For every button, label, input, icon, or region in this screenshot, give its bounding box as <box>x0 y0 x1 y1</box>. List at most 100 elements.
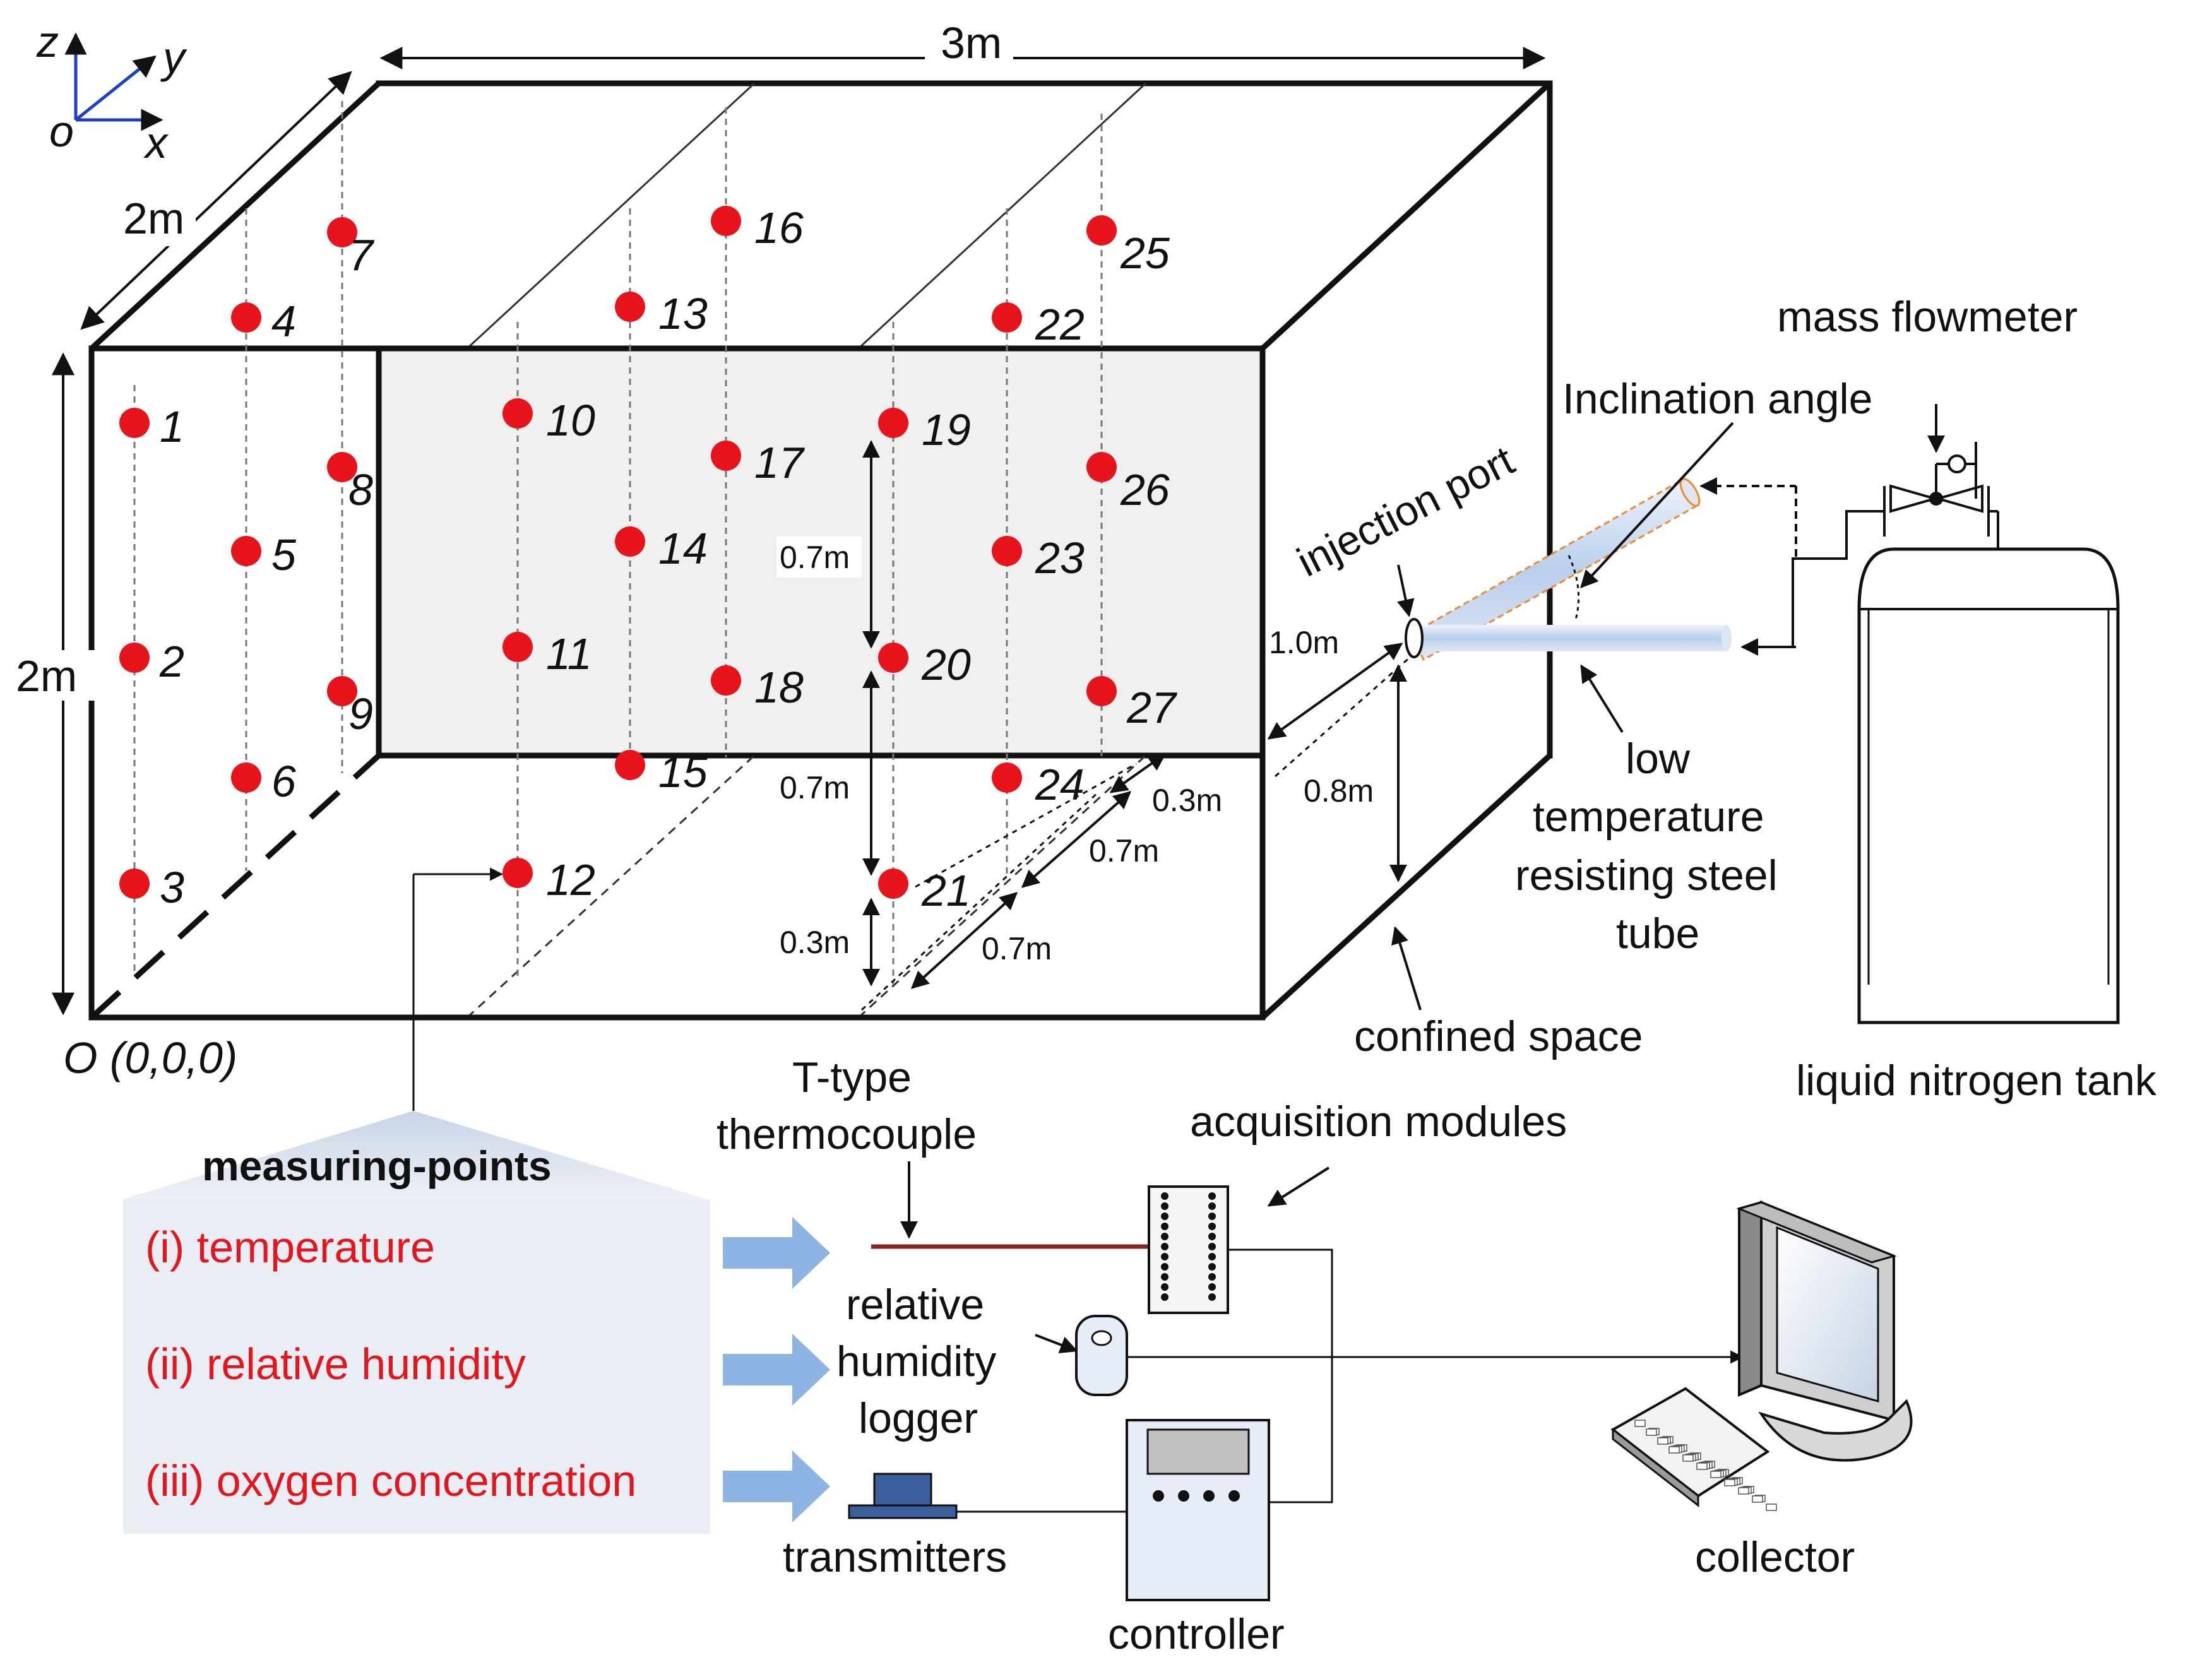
dim-length: 3m <box>379 18 1546 73</box>
measuring-point-27 <box>1086 676 1117 706</box>
axis-y-label: y <box>160 33 187 82</box>
measuring-point-label-15: 15 <box>658 747 708 797</box>
measuring-point-label-11: 11 <box>546 629 592 679</box>
acquisition-module-icon <box>1148 1185 1229 1314</box>
measuring-point-8 <box>327 452 357 482</box>
injection-port-icon <box>1405 618 1424 658</box>
thermocouple-label-2: thermocouple <box>717 1110 977 1158</box>
measuring-point-label-17: 17 <box>754 438 806 487</box>
measuring-point-label-14: 14 <box>658 524 708 573</box>
top-face <box>92 83 1550 348</box>
dim-03-v: 0.3m <box>780 925 850 960</box>
measuring-point-2 <box>119 643 150 673</box>
measuring-point-label-2: 2 <box>159 637 184 686</box>
thermocouple-label-1: T-type <box>792 1053 912 1101</box>
axis-triad-icon: z y o x <box>36 17 187 167</box>
measuring-point-5 <box>231 536 261 566</box>
measuring-point-label-21: 21 <box>921 866 971 915</box>
dim-03-h: 0.3m <box>1152 783 1222 818</box>
measuring-point-label-13: 13 <box>658 289 708 338</box>
measuring-point-label-12: 12 <box>546 855 595 904</box>
measuring-point-19 <box>878 408 908 438</box>
measuring-point-18 <box>711 665 741 696</box>
measuring-point-1 <box>119 408 150 438</box>
measuring-point-label-7: 7 <box>348 230 375 280</box>
measuring-point-26 <box>1086 452 1117 482</box>
acquisition-label: acquisition modules <box>1190 1098 1567 1146</box>
height-label: 2m <box>16 651 77 701</box>
measuring-point-label-23: 23 <box>1035 533 1085 583</box>
dim-07-h2: 0.7m <box>982 931 1052 966</box>
legend-arrows <box>723 1217 830 1522</box>
transmitters-label: transmitters <box>783 1533 1007 1581</box>
measuring-point-label-27: 27 <box>1126 683 1178 732</box>
depth-label: 2m <box>123 194 184 243</box>
measuring-point-label-6: 6 <box>271 757 296 806</box>
confined-space-label: confined space <box>1354 1012 1643 1060</box>
measuring-point-label-5: 5 <box>271 530 297 579</box>
inclination-angle-label: Inclination angle <box>1562 375 1872 423</box>
measuring-point-20 <box>878 643 908 673</box>
measuring-point-label-22: 22 <box>1035 300 1085 349</box>
measuring-point-label-24: 24 <box>1035 760 1085 809</box>
humidity-logger-icon <box>1075 1315 1128 1396</box>
measuring-point-label-1: 1 <box>160 402 184 451</box>
steel-tube-label-4: tube <box>1616 910 1699 958</box>
measuring-point-6 <box>231 762 261 793</box>
humidity-label-3: logger <box>859 1394 978 1442</box>
dim-10: 1.0m <box>1269 625 1339 660</box>
measuring-point-label-20: 20 <box>921 640 971 689</box>
axis-z-label: z <box>36 17 59 66</box>
steel-tube-label-2: temperature <box>1533 793 1764 841</box>
measuring-point-12 <box>502 858 533 888</box>
measuring-point-13 <box>615 292 645 322</box>
measuring-point-23 <box>992 536 1022 566</box>
measuring-point-label-3: 3 <box>160 863 184 912</box>
nitrogen-piping <box>1699 477 1999 656</box>
signal-wiring <box>956 1248 1744 1513</box>
controller-label: controller <box>1108 1610 1285 1658</box>
legend-panel: measuring-points (i) temperature (ii) re… <box>123 867 710 1534</box>
length-label: 3m <box>941 18 1002 68</box>
hidden-edge-diag <box>89 753 381 1020</box>
dim-07-h1: 0.7m <box>1089 833 1159 869</box>
measuring-point-label-19: 19 <box>922 405 971 454</box>
nitrogen-tank-icon <box>1857 547 2120 1024</box>
dim-height: 2m <box>13 352 95 1016</box>
measuring-point-24 <box>992 762 1022 793</box>
measuring-point-14 <box>615 526 645 557</box>
steel-tube <box>1405 478 1732 661</box>
measuring-point-16 <box>711 206 741 236</box>
measuring-point-9 <box>327 676 357 706</box>
computer-icon <box>1610 1201 1913 1511</box>
mass-flowmeter-icon <box>1883 404 1990 537</box>
measuring-point-25 <box>1086 215 1117 246</box>
measuring-point-label-9: 9 <box>348 689 373 738</box>
humidity-label-2: humidity <box>836 1337 996 1385</box>
dim-08: 0.8m <box>1304 773 1374 809</box>
dim-depth-spacing <box>860 753 1167 1011</box>
axis-o-label: o <box>49 107 74 156</box>
legend-item-oxygen: (iii) oxygen concentration <box>145 1456 636 1505</box>
mass-flowmeter-label: mass flowmeter <box>1777 293 2078 341</box>
measuring-point-15 <box>615 750 645 780</box>
measuring-point-label-4: 4 <box>271 297 296 346</box>
origin-label: O (0,0,0) <box>63 1033 237 1082</box>
measuring-point-label-16: 16 <box>754 203 804 252</box>
legend-item-humidity: (ii) relative humidity <box>145 1339 526 1389</box>
humidity-label-1: relative <box>846 1281 984 1329</box>
measuring-point-10 <box>502 398 533 429</box>
nitrogen-tank-label: liquid nitrogen tank <box>1796 1057 2157 1105</box>
measuring-point-21 <box>878 869 908 899</box>
axis-x-label: x <box>143 118 169 167</box>
dim-injection <box>1267 643 1412 882</box>
measuring-point-label-25: 25 <box>1120 228 1170 278</box>
measuring-point-label-8: 8 <box>348 465 373 514</box>
measuring-point-17 <box>711 441 741 471</box>
measuring-point-label-26: 26 <box>1120 465 1170 514</box>
dim-07-a: 0.7m <box>780 540 850 575</box>
measuring-point-22 <box>992 302 1022 333</box>
controller-icon <box>1126 1419 1270 1601</box>
dim-07-b: 0.7m <box>780 770 850 805</box>
